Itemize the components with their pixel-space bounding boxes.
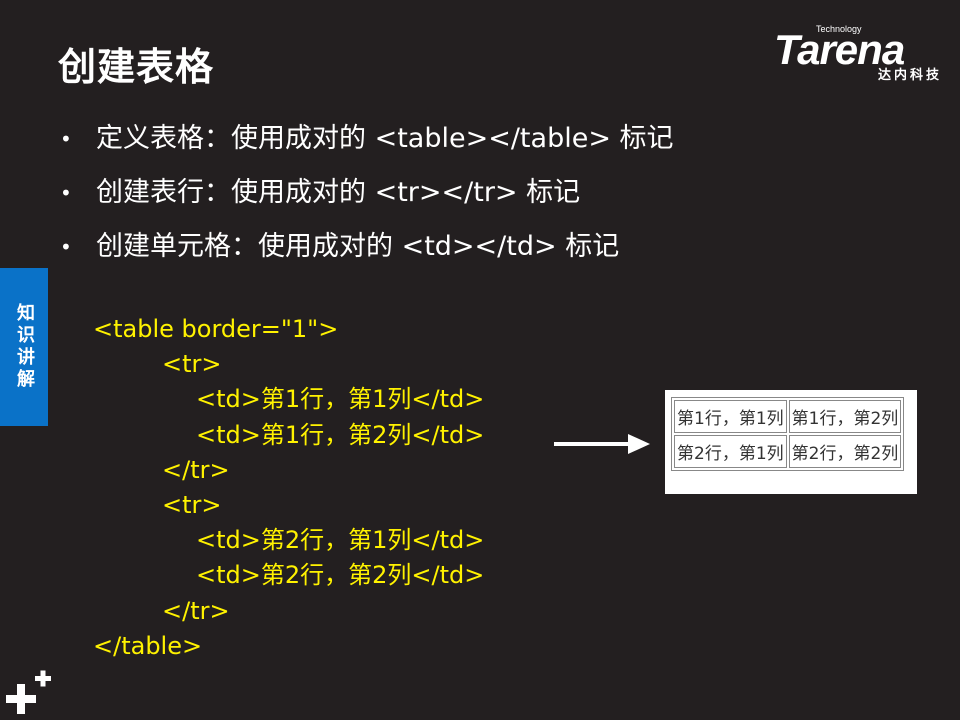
bullet-dot-icon: • [60,127,72,151]
table-row: 第2行，第1列 第2行，第2列 [674,435,902,468]
table-row: 第1行，第1列 第1行，第2列 [674,400,902,433]
table-cell: 第1行，第1列 [674,400,787,433]
bullet-text: 创建表行：使用成对的 <tr></tr> 标记 [96,177,581,208]
code-line: </tr> [162,455,230,484]
right-arrow-icon [554,434,650,454]
code-line: <tr> [162,350,222,379]
preview-table: 第1行，第1列 第1行，第2列 第2行，第1列 第2行，第2列 [671,397,905,471]
code-line: </table> [93,631,203,660]
table-cell: 第1行，第2列 [788,400,902,433]
code-line: </tr> [162,596,230,625]
bullet-item: • 定义表格：使用成对的 <table></table> 标记 [60,118,674,172]
bullet-text: 定义表格：使用成对的 <table></table> 标记 [96,123,674,154]
side-tab: 知识讲解 [0,268,48,426]
logo-technology-text: Technology [816,24,862,34]
table-cell: 第2行，第1列 [674,435,787,468]
code-line: <td>第1行，第1列</td> [196,385,485,414]
bullet-dot-icon: • [60,235,72,259]
code-line: <td>第2行，第1列</td> [196,526,485,555]
side-tab-label: 知识讲解 [14,303,35,391]
code-line: <td>第1行，第2列</td> [196,420,485,449]
bullet-dot-icon: • [60,181,72,205]
rendered-table-preview: 第1行，第1列 第1行，第2列 第2行，第1列 第2行，第2列 [665,390,917,494]
table-cell: 第2行，第2列 [788,435,902,468]
bullet-item: • 创建单元格：使用成对的 <td></td> 标记 [60,226,674,280]
bullet-item: • 创建表行：使用成对的 <tr></tr> 标记 [60,172,674,226]
code-block: <table border="1"> <tr> <td>第1行，第1列</td>… [93,312,484,664]
code-line: <td>第2行，第2列</td> [196,561,485,590]
logo-chinese-text: 达内科技 [877,68,942,83]
code-line: <tr> [162,490,222,519]
code-line: <table border="1"> [93,315,339,343]
bullet-list: • 定义表格：使用成对的 <table></table> 标记 • 创建表行：使用成… [60,118,674,280]
tarena-logo: Technology Tarena 达内科技 [774,20,944,86]
logo-brand-text: Tarena [774,26,905,73]
plus-logo-icon [6,670,51,714]
bullet-text: 创建单元格：使用成对的 <td></td> 标记 [96,231,620,262]
slide-title: 创建表格 [58,45,215,89]
